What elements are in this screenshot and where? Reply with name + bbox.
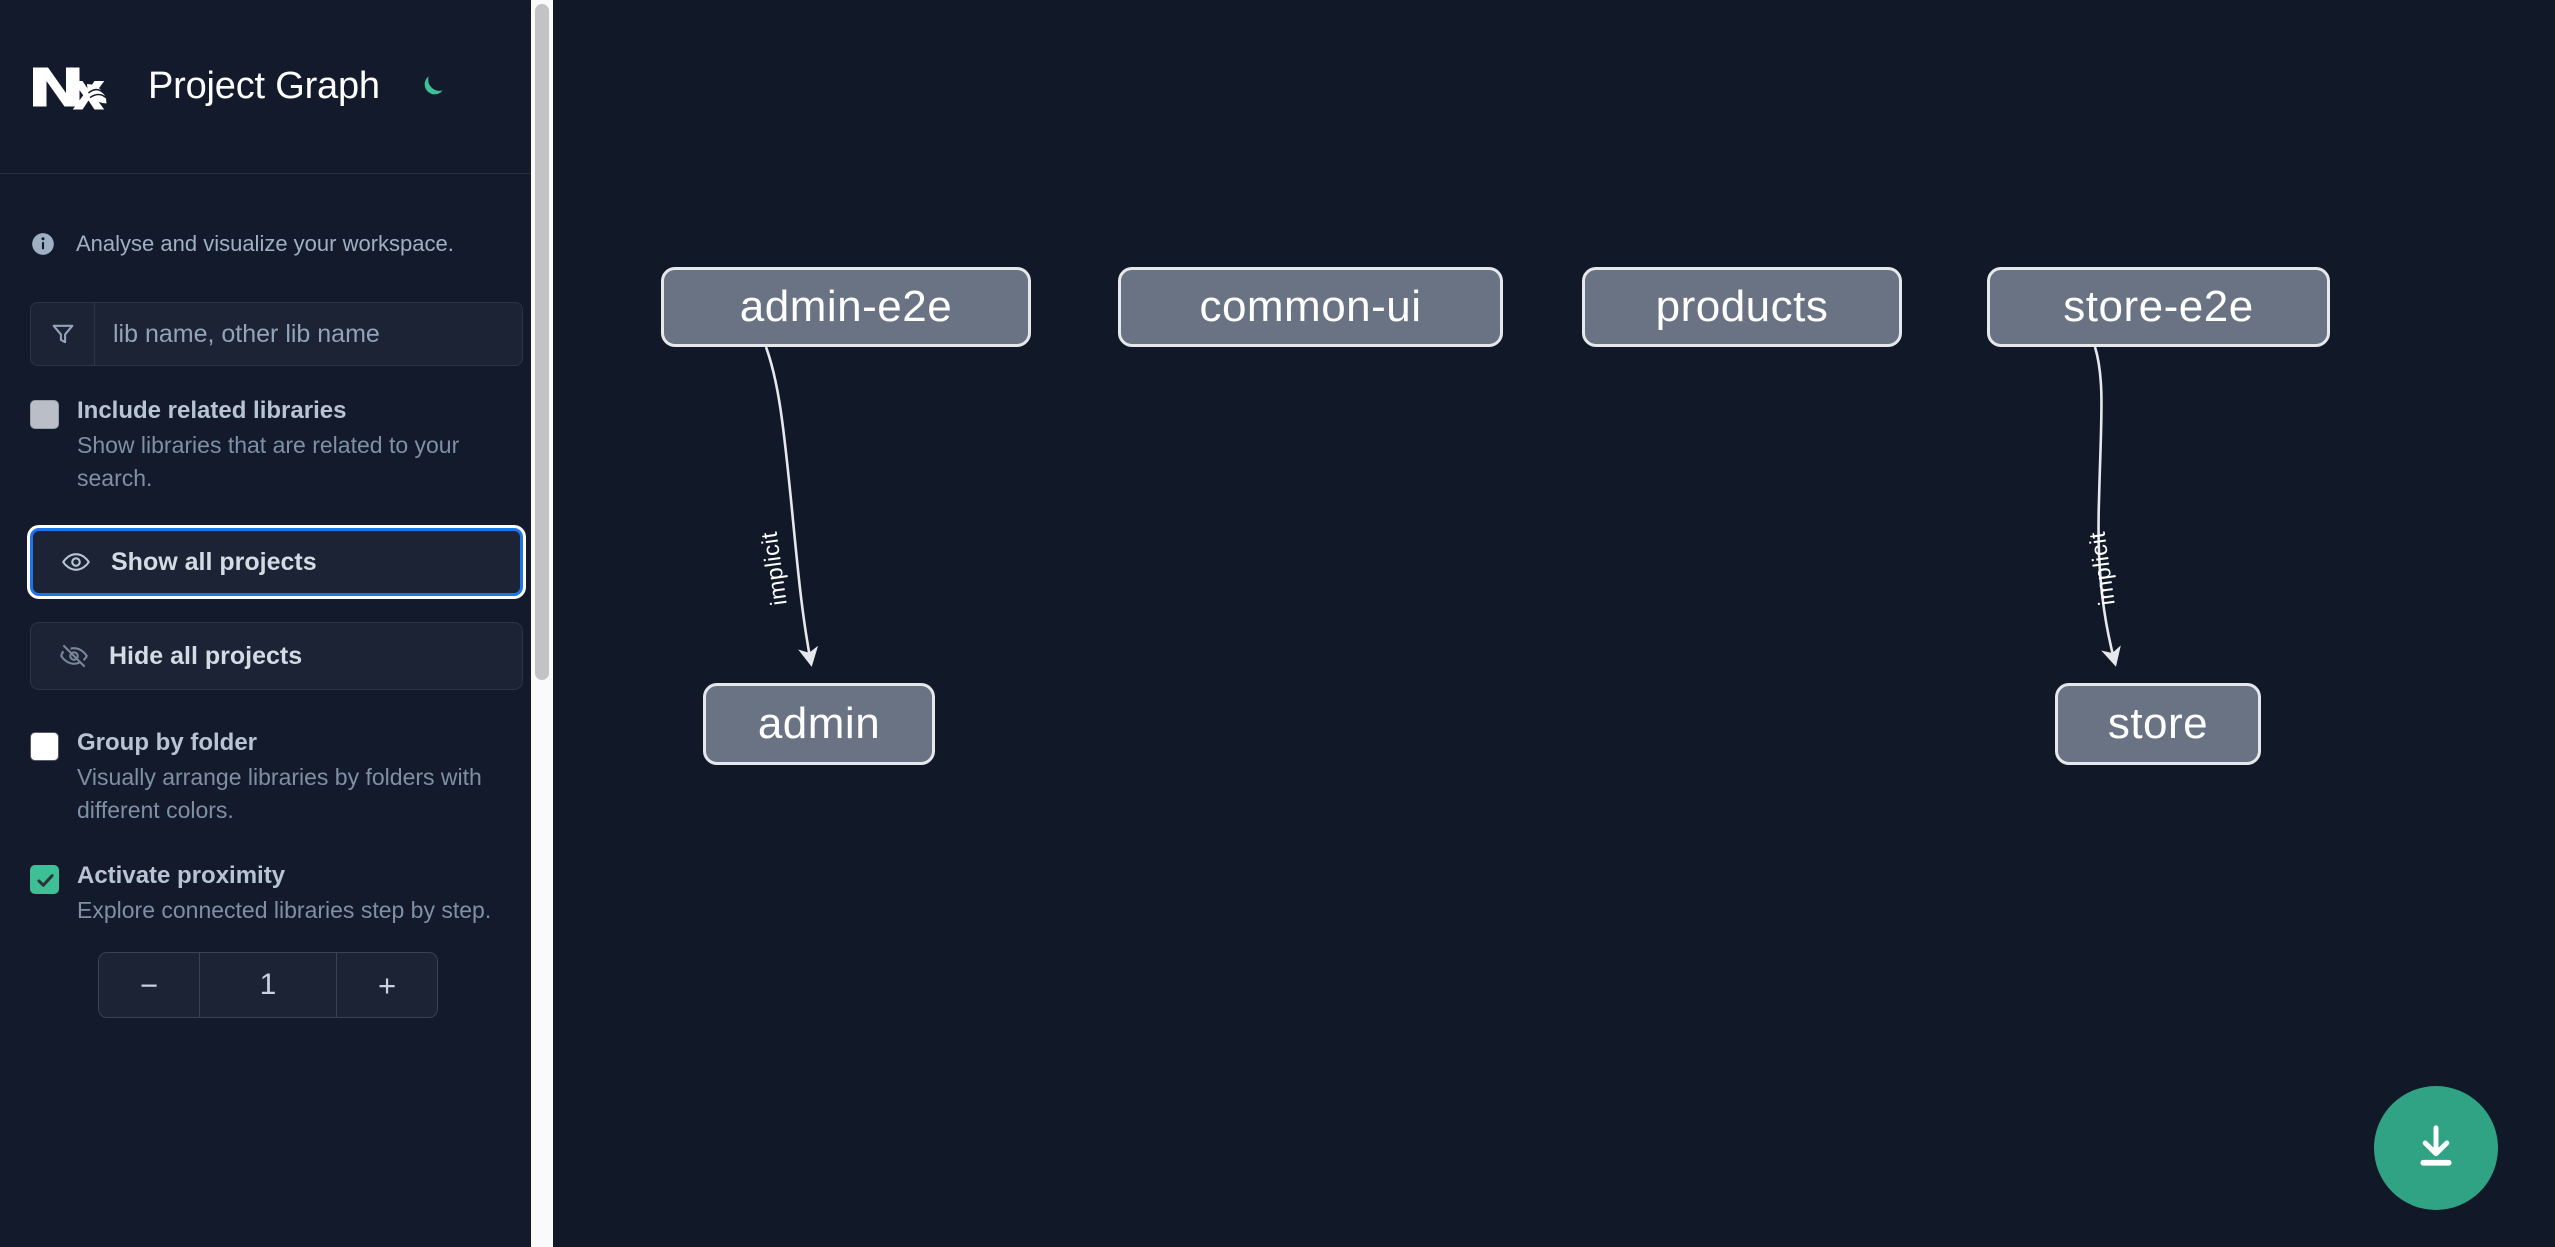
checkbox-include-related-libraries[interactable] <box>30 400 59 429</box>
hide-all-projects-button[interactable]: Hide all projects <box>30 622 523 691</box>
option-description: Explore connected libraries step by step… <box>77 896 492 923</box>
stepper-divider <box>336 953 337 1018</box>
checkbox-group-by-folder[interactable] <box>30 732 59 762</box>
graph-node-label: store <box>2107 699 2209 748</box>
graph-node-label: admin <box>757 699 881 748</box>
graph-node-admin[interactable]: admin <box>703 683 935 765</box>
graph-node-store[interactable]: store <box>2055 683 2261 765</box>
download-graph-button[interactable] <box>2374 1086 2498 1210</box>
moon-icon[interactable] <box>412 67 452 107</box>
download-icon <box>2409 1120 2463 1177</box>
show-all-projects-label: Show all projects <box>111 547 317 576</box>
proximity-stepper-wrap: − 1 + <box>0 926 553 1019</box>
stepper-decrement-button[interactable]: − <box>99 953 199 1018</box>
page-title: Project Graph <box>148 65 380 107</box>
checkbox-activate-proximity[interactable] <box>30 864 59 894</box>
eye-off-icon <box>59 641 89 671</box>
filter-funnel-icon <box>31 303 95 365</box>
edge-store-e2e-to-store <box>2093 346 2121 667</box>
eye-icon <box>61 547 91 577</box>
show-all-projects-button[interactable]: Show all projects <box>30 528 523 597</box>
sidebar-header: Project Graph <box>0 0 553 174</box>
graph-node-common-ui[interactable]: common-ui <box>1118 267 1503 347</box>
graph-node-label: common-ui <box>1199 282 1422 331</box>
graph-node-label: store-e2e <box>2063 282 2254 331</box>
hide-all-projects-label: Hide all projects <box>109 641 303 670</box>
stepper-divider <box>199 953 200 1018</box>
graph-node-label: admin-e2e <box>739 282 953 331</box>
stepper-increment-button[interactable]: + <box>337 953 437 1018</box>
option-include-related-libraries[interactable]: Include related libraries Show libraries… <box>0 366 553 494</box>
search-input[interactable] <box>95 303 522 365</box>
filter-field[interactable] <box>30 302 523 366</box>
option-activate-proximity[interactable]: Activate proximity Explore connected lib… <box>0 827 553 927</box>
edge-label-admin-e2e-to-admin: implicit <box>755 529 792 608</box>
option-description: Show libraries that are related to your … <box>77 432 460 491</box>
show-all-projects-block: Show all projects <box>0 494 553 597</box>
workspace-tagline: Analyse and visualize your workspace. <box>0 174 553 278</box>
sidebar-scrollbar-thumb[interactable] <box>535 4 549 680</box>
stepper-value: 1 <box>259 968 277 1002</box>
option-description: Visually arrange libraries by folders wi… <box>77 764 482 823</box>
option-label: Group by folder <box>77 729 257 757</box>
graph-edges <box>764 346 2121 667</box>
graph-node-products[interactable]: products <box>1582 267 1902 347</box>
graph-node-store-e2e[interactable]: store-e2e <box>1987 267 2330 347</box>
graph-canvas[interactable]: admin-e2e common-ui products store-e2e a… <box>553 0 2555 1247</box>
sidebar-scrollbar[interactable] <box>531 0 553 1247</box>
quantity-stepper: − 1 + <box>98 952 438 1019</box>
hide-all-projects-block: Hide all projects <box>0 596 553 691</box>
edge-label-store-e2e-to-store: implicit <box>2083 529 2120 608</box>
graph-node-admin-e2e[interactable]: admin-e2e <box>661 267 1031 347</box>
option-group-by-folder[interactable]: Group by folder Visually arrange librari… <box>0 690 553 826</box>
option-label: Include related libraries <box>77 397 347 424</box>
info-icon <box>30 231 56 257</box>
tagline-text: Analyse and visualize your workspace. <box>76 231 454 256</box>
sidebar: Project Graph Analyse and visualize your… <box>0 0 559 1247</box>
option-label: Activate proximity <box>77 861 286 889</box>
edge-admin-e2e-to-admin <box>764 346 819 667</box>
graph-node-label: products <box>1655 282 1829 331</box>
nx-logo-icon <box>30 58 120 116</box>
